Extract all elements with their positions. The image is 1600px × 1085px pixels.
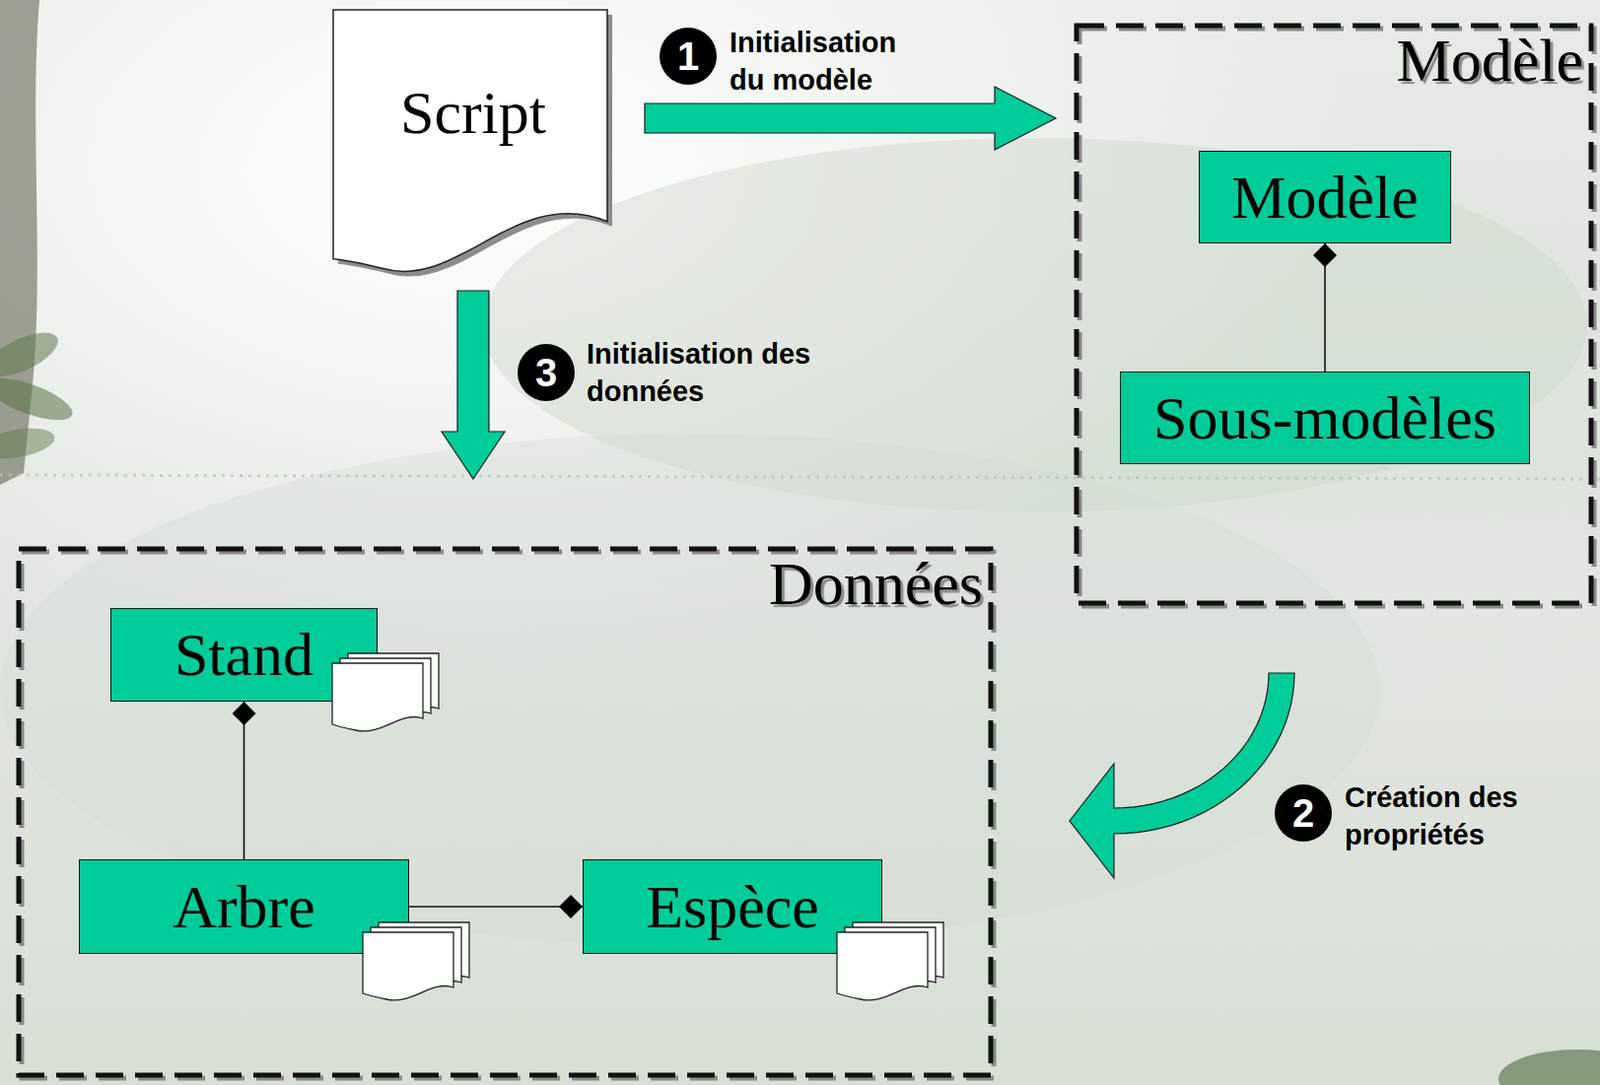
- class-box: Arbre: [78, 859, 410, 955]
- document-page: [333, 9, 608, 272]
- class-box: Sous-modèles: [1119, 371, 1531, 465]
- border-dash: [1076, 25, 1592, 604]
- page-sheet: [332, 663, 423, 732]
- flow-arrow: [644, 86, 1056, 150]
- fern-leaf: [0, 423, 58, 465]
- package-region: ModèleModèleSous-modèles: [1073, 22, 1598, 610]
- region-title: Données: [768, 550, 983, 618]
- document-stack-icon: [332, 653, 441, 733]
- document-stack-icon: [836, 922, 946, 1002]
- border-shadow: [21, 552, 994, 1079]
- region-title: Modèle: [1396, 26, 1584, 94]
- class-box: Stand: [110, 608, 378, 702]
- class-name: Arbre: [172, 873, 316, 941]
- script-name: Script: [400, 78, 547, 146]
- package-region: DonnéesStandArbre Espèce: [15, 546, 997, 1082]
- arrow-label: Initialisation du modèle: [729, 23, 932, 99]
- border-shadow: [1079, 28, 1595, 607]
- composition-link: [409, 905, 583, 908]
- composition-link: [243, 701, 246, 860]
- class-name: Sous-modèles: [1153, 384, 1497, 452]
- callout-number: 1: [659, 27, 717, 85]
- class-box: Espèce: [582, 859, 883, 955]
- arrow-label: Création des propriétés: [1344, 778, 1567, 854]
- page-sheet: [836, 932, 928, 1001]
- composition-link: [1323, 243, 1326, 372]
- dashed-border: [1073, 22, 1598, 610]
- fern-leaf: [0, 324, 65, 387]
- document-stack-icon: [362, 922, 472, 1002]
- border-dash: [18, 549, 991, 1076]
- page-sheet: [362, 932, 454, 1001]
- callout-number: 2: [1274, 784, 1332, 842]
- flow-arrow: [1069, 673, 1295, 879]
- class-name: Modèle: [1231, 163, 1418, 231]
- arrow-label: Initialisation des données: [586, 335, 834, 411]
- document-label-area: Script: [331, 7, 616, 216]
- fern-leaf: [0, 369, 77, 429]
- callout-number: 3: [517, 344, 575, 402]
- flow-arrow: [441, 290, 505, 480]
- class-name: Stand: [174, 621, 314, 689]
- class-name: Espèce: [645, 873, 820, 941]
- script-document: Script: [331, 7, 616, 276]
- class-box: Modèle: [1198, 150, 1452, 244]
- horizon-line: [0, 475, 1600, 480]
- foliage: [1498, 1049, 1600, 1085]
